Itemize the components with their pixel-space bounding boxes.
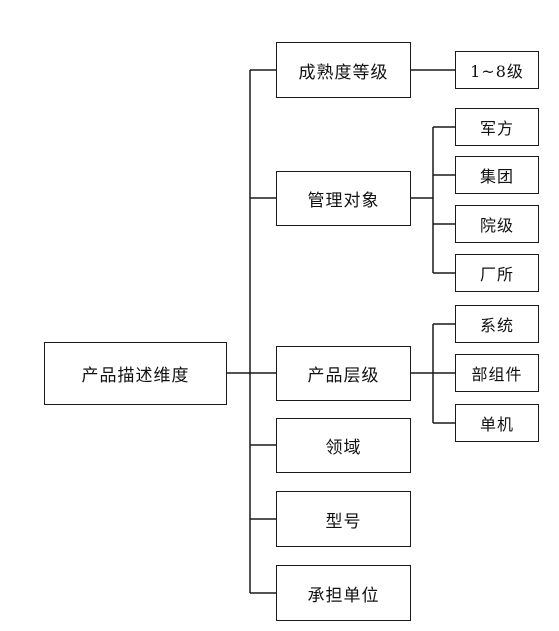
root-node: 产品描述维度 <box>44 342 227 405</box>
leaf-factory: 厂所 <box>455 254 539 292</box>
leaf-maturity-levels: 1~8级 <box>455 51 539 89</box>
branch-unit: 承担单位 <box>276 565 411 621</box>
branch-product-level: 产品层级 <box>276 346 411 401</box>
leaf-single-unit: 单机 <box>455 404 539 442</box>
branch-management: 管理对象 <box>276 171 411 226</box>
branch-maturity: 成熟度等级 <box>276 42 411 98</box>
leaf-institute: 院级 <box>455 205 539 243</box>
branch-model: 型号 <box>276 491 411 547</box>
branch-domain: 领域 <box>276 418 411 473</box>
leaf-military: 军方 <box>455 108 539 146</box>
leaf-system: 系统 <box>455 305 539 343</box>
leaf-component: 部组件 <box>455 354 539 392</box>
leaf-group: 集团 <box>455 156 539 194</box>
